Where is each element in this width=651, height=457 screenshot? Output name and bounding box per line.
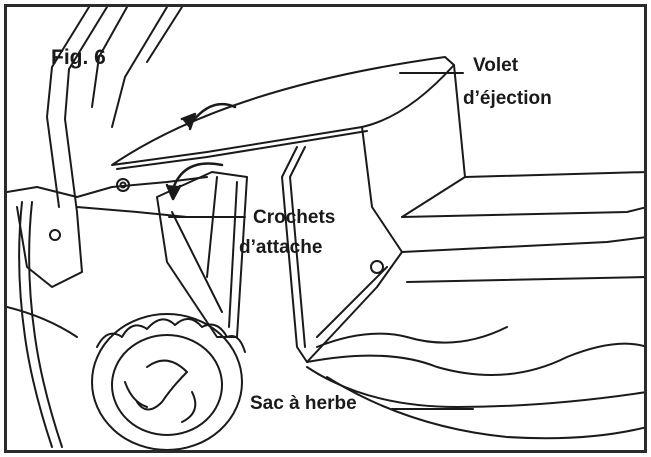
rotate-arrow-icon bbox=[165, 162, 224, 201]
figure-frame: Fig. 6 Volet d’éjection Crochets d’attac… bbox=[4, 4, 647, 453]
label-crochets-line2: d’attache bbox=[239, 237, 323, 258]
wheel bbox=[91, 313, 246, 450]
leader-lines bbox=[168, 72, 474, 410]
rotate-arrow-icon bbox=[180, 102, 237, 131]
label-volet-line1: Volet bbox=[473, 55, 519, 76]
hook-bracket bbox=[156, 171, 248, 338]
label-crochets-line1: Crochets bbox=[253, 207, 336, 228]
figure-number: Fig. 6 bbox=[51, 46, 106, 69]
label-sac: Sac à herbe bbox=[250, 393, 357, 414]
label-volet-line2: d’éjection bbox=[463, 88, 552, 109]
handle-bars bbox=[46, 7, 183, 213]
grass-bag-frame bbox=[281, 146, 644, 363]
mower-body bbox=[7, 176, 208, 448]
mower-illustration bbox=[7, 7, 644, 450]
grass-bag bbox=[306, 326, 644, 440]
